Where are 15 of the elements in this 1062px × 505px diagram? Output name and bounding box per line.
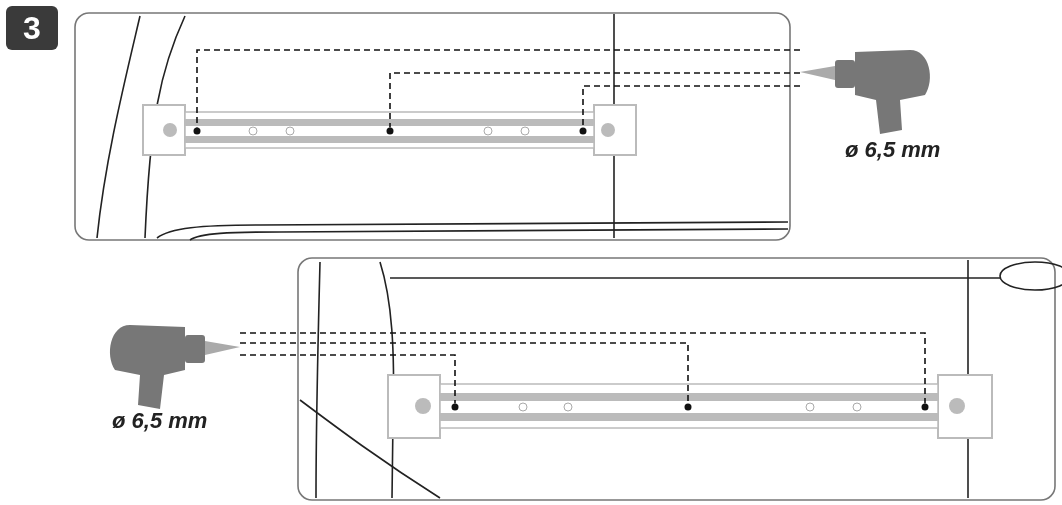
drill-hole-mark — [451, 403, 459, 411]
drill-hole-mark — [193, 127, 201, 135]
drill-icon — [800, 50, 930, 134]
drill-hole-mark — [921, 403, 929, 411]
drill-bit-diameter: ø 6,5 mm — [845, 137, 941, 163]
drill-guide-line — [239, 332, 926, 405]
drill-hole-mark — [579, 127, 587, 135]
drill-bit-diameter: ø 6,5 mm — [112, 408, 208, 434]
drill-hole-mark — [386, 127, 394, 135]
step-number-badge: 3 — [6, 6, 58, 50]
drill-icon — [110, 325, 240, 409]
drill-hole-mark — [684, 403, 692, 411]
drill-guide-line — [239, 354, 456, 405]
drill-guide-line — [196, 49, 801, 129]
drill-guide-line — [389, 72, 801, 129]
